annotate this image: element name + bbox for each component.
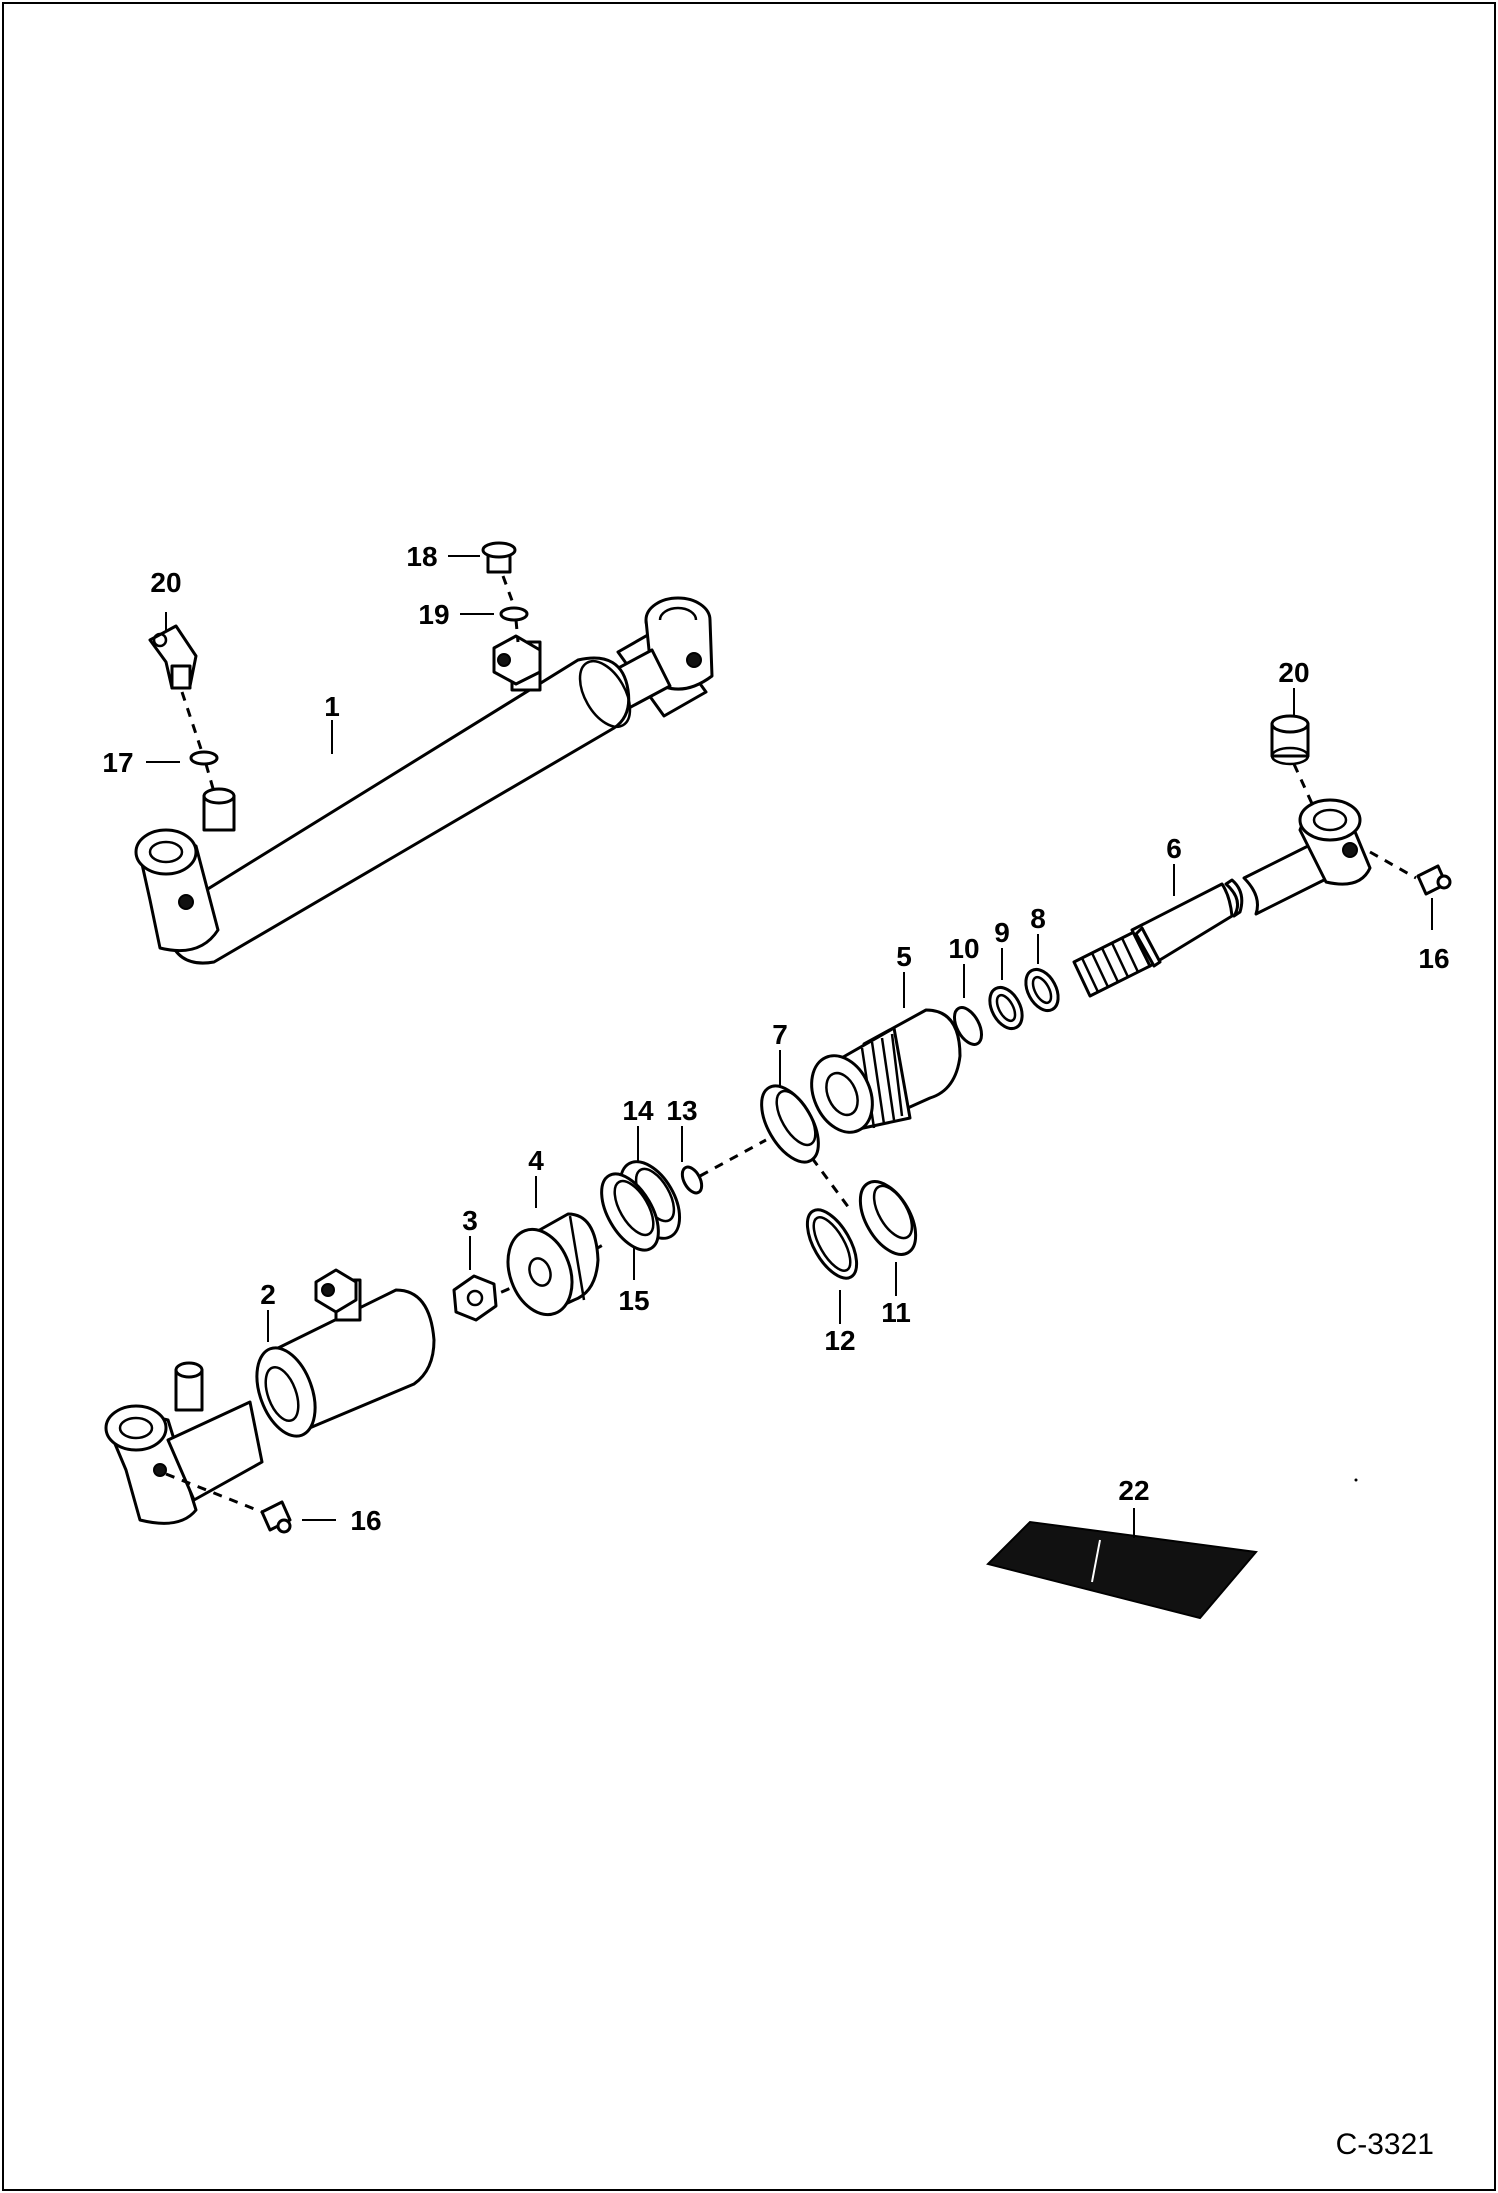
part-3-nut <box>452 1274 498 1322</box>
part-21-bushing <box>1270 714 1310 766</box>
part-4-piston <box>506 1212 600 1317</box>
callout-13: 13 <box>666 1095 697 1126</box>
part-22-seal-kit <box>986 1520 1258 1620</box>
callout-7: 7 <box>772 1019 788 1050</box>
callout-5: 5 <box>896 941 912 972</box>
part-19-o-ring <box>499 606 529 622</box>
part-7-backup-ring <box>760 1084 820 1164</box>
callout-19: 19 <box>418 599 449 630</box>
callout-12: 12 <box>824 1325 855 1356</box>
callout-9: 9 <box>994 917 1010 948</box>
part-10-o-ring <box>952 1006 984 1046</box>
callout-16-right: 16 <box>1418 943 1449 974</box>
part-2-barrel <box>104 1268 436 1525</box>
drawing-id: C-3321 <box>1336 2128 1434 2161</box>
callout-2: 2 <box>260 1279 276 1310</box>
callout-14: 14 <box>622 1095 654 1126</box>
callout-22: 22 <box>1118 1475 1149 1506</box>
part-1-assembled-cylinder <box>134 596 714 965</box>
callout-17: 17 <box>102 747 133 778</box>
part-8-wiper <box>1024 967 1060 1013</box>
callout-21: 20 <box>1278 657 1309 688</box>
callout-labels: 18 19 20 17 1 20 6 16 8 9 10 5 7 13 14 4… <box>102 541 1449 1536</box>
callout-18: 18 <box>406 541 437 572</box>
callout-11: 11 <box>881 1297 911 1328</box>
part-16-grease-fitting-right <box>1416 864 1452 896</box>
speck <box>1354 1478 1358 1482</box>
callout-15: 15 <box>618 1285 649 1316</box>
callout-1: 1 <box>324 691 340 722</box>
callout-4: 4 <box>528 1145 544 1176</box>
part-5-head <box>810 1008 962 1134</box>
part-11-backup-ring <box>858 1180 918 1256</box>
part-20-elbow-fitting <box>148 624 198 690</box>
leader-lines <box>146 555 1433 1538</box>
part-13-o-ring <box>680 1165 704 1195</box>
part-16-grease-fitting-left <box>260 1500 292 1534</box>
callout-3: 3 <box>462 1205 478 1236</box>
part-9-rod-seal <box>988 985 1024 1031</box>
part-18-plug <box>481 541 517 574</box>
part-15-piston-ring <box>600 1172 660 1252</box>
callout-20: 20 <box>150 567 181 598</box>
part-17-o-ring <box>189 750 219 766</box>
part-12-o-ring <box>805 1208 859 1280</box>
callout-8: 8 <box>1030 903 1046 934</box>
callout-6: 6 <box>1166 833 1182 864</box>
callout-16-left: 16 <box>350 1505 381 1536</box>
part-6-rod <box>1072 798 1372 998</box>
callout-10: 10 <box>948 933 979 964</box>
